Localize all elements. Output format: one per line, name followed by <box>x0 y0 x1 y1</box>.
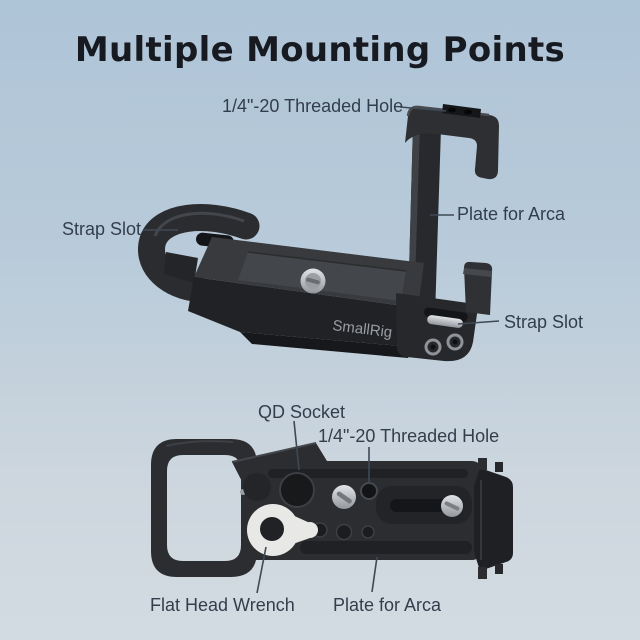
threaded-hole-bottom-detail <box>361 483 377 499</box>
flat-head-wrench-tab <box>290 514 310 545</box>
corner-screw-b-center <box>452 339 458 345</box>
arca-tooth-bottom-b <box>495 564 503 574</box>
strap-slot-handle <box>138 204 260 302</box>
label-flat-head-wrench: Flat Head Wrench <box>150 595 295 615</box>
handle-latch <box>164 252 198 283</box>
label-strap-slot-right: Strap Slot <box>504 312 584 332</box>
arca-tooth-top-a <box>478 458 487 470</box>
strap-pin-slot <box>424 307 468 322</box>
baseplate-bottom-edge <box>240 332 412 358</box>
flat-head-wrench-tab-tip <box>302 522 318 538</box>
flat-head-wrench-hole <box>260 517 284 541</box>
qd-socket <box>280 473 314 507</box>
label-plate-for-arca-top: Plate for Arca <box>457 204 566 224</box>
grip-loop <box>151 439 257 577</box>
threaded-hole-a <box>448 107 456 113</box>
quarter-screw-slot <box>306 277 320 285</box>
wrench-pivot-recess <box>243 473 271 501</box>
arca-rail-groove <box>300 541 472 554</box>
label-threaded-hole-bottom: 1/4"-20 Threaded Hole <box>318 426 500 446</box>
threaded-hole-b <box>464 109 472 115</box>
top-hook <box>405 106 499 180</box>
loop-brace-edge <box>231 442 317 463</box>
threaded-hole-top-detail <box>442 104 481 118</box>
corner-up-tab-top <box>463 268 492 277</box>
handle-highlight <box>153 211 245 237</box>
leader-plate-for-arca-bottom <box>371 556 378 593</box>
qr-pad-edge <box>247 251 407 272</box>
arca-dovetail-end <box>474 468 513 571</box>
captive-screw-slot <box>444 501 460 511</box>
leader-lines <box>143 106 500 594</box>
label-qd-socket: QD Socket <box>258 402 346 422</box>
strap-pin <box>427 315 463 328</box>
l-bracket-bottom-view <box>151 439 513 579</box>
leader-threaded-hole-top <box>399 106 447 112</box>
baseplate-front-face <box>188 277 418 347</box>
slotted-screw-slot <box>336 491 352 504</box>
label-strap-slot-left: Strap Slot <box>62 219 142 239</box>
qd-socket-rim <box>279 472 315 508</box>
label-plate-for-arca-bottom: Plate for Arca <box>333 595 442 615</box>
arca-tooth-top-b <box>495 462 503 472</box>
top-groove <box>268 469 468 478</box>
label-threaded-hole-top: 1/4"-20 Threaded Hole <box>222 96 404 116</box>
grip-loop-highlight <box>165 440 234 447</box>
screw-recess-slot <box>390 499 456 512</box>
page-title: Multiple Mounting Points <box>74 30 566 70</box>
leader-qd-socket <box>293 420 300 471</box>
small-hole-b <box>335 523 353 541</box>
leader-strap-slot-right <box>457 320 500 325</box>
l-bracket-top-view: SmallRig <box>138 104 499 362</box>
small-hole-c <box>361 525 375 539</box>
corner-screw-a-center <box>430 344 436 350</box>
arca-tooth-bottom-a <box>478 567 487 579</box>
leader-flat-head-wrench <box>256 546 267 594</box>
